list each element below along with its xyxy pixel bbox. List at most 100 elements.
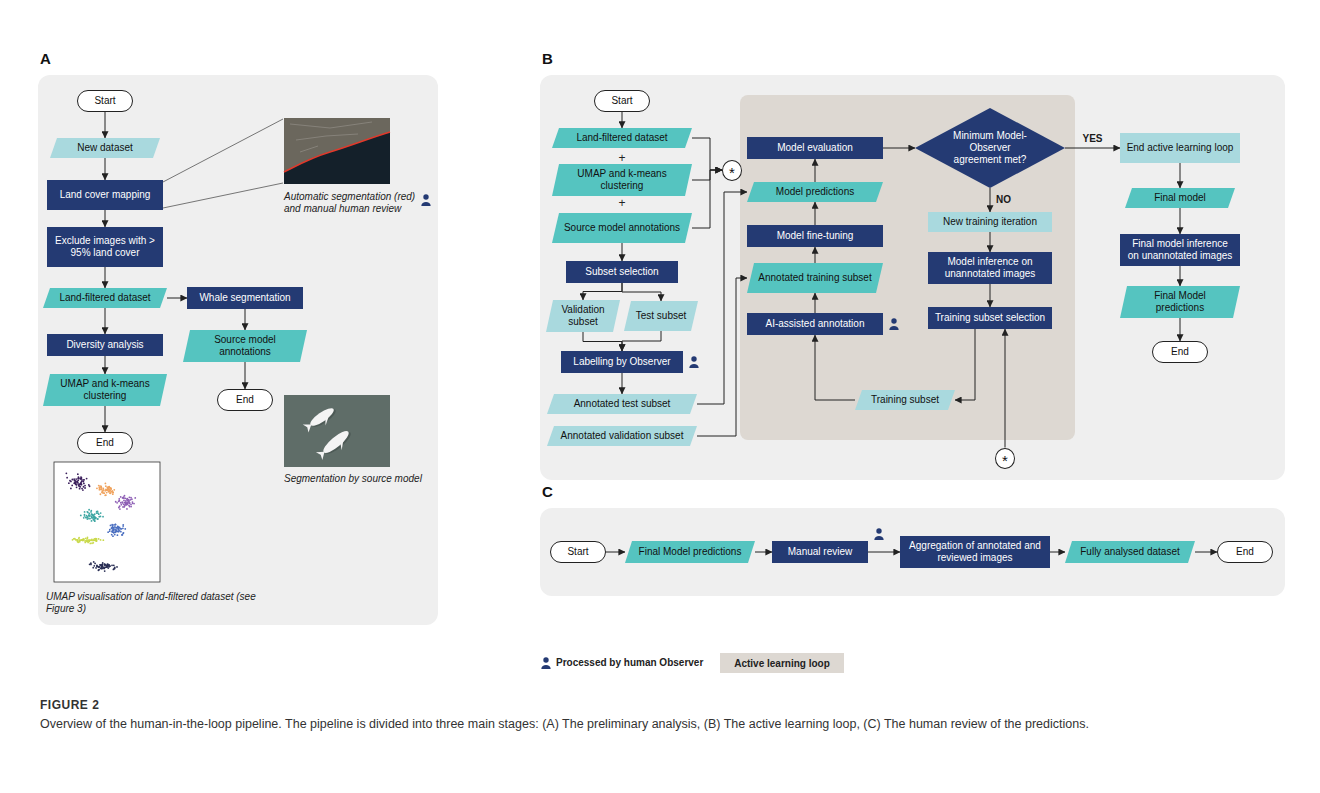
node-text: Start: [611, 95, 632, 107]
scatter-point: [97, 512, 99, 514]
scatter-point: [77, 479, 79, 481]
label-box: +: [618, 151, 625, 165]
scatter-point: [104, 494, 106, 496]
scatter-point: [111, 524, 113, 526]
scatter-point: [78, 483, 80, 485]
process-box: AI-assisted annotation: [747, 313, 883, 335]
data-parallelogram: Test subset: [624, 301, 698, 331]
scatter-point: [122, 506, 124, 508]
node-text: New dataset: [77, 142, 133, 154]
node-text: *: [1002, 449, 1008, 468]
shape-fill: [183, 330, 307, 362]
scatter-point: [130, 497, 132, 499]
shape-fill: [43, 288, 167, 308]
scatter-point: [79, 484, 81, 486]
scatter-point: [104, 570, 106, 572]
scatter-point: [87, 539, 89, 541]
data-parallelogram: New dataset: [50, 138, 160, 158]
scatter-point: [113, 528, 115, 530]
flow-arrow: [868, 552, 900, 553]
legend-text: Active learning loop: [734, 657, 830, 670]
whale-shape: [303, 404, 340, 436]
node-text: Aggregation of annotated and reviewed im…: [906, 540, 1044, 564]
flow-arrow: [622, 243, 623, 261]
node-text: End: [236, 394, 254, 406]
flow-arrow: [167, 298, 187, 299]
node-text: Exclude images with > 95% land cover: [53, 235, 157, 259]
scatter-point: [124, 528, 126, 530]
step-box: End active learning loop: [1120, 133, 1240, 163]
scatter-point: [86, 515, 88, 517]
edge-label: YES: [1082, 133, 1102, 145]
terminal-pill: Start: [550, 541, 606, 563]
scatter-point: [90, 511, 92, 513]
scatter-point: [117, 526, 119, 528]
process-box: Training subset selection: [928, 307, 1052, 329]
scatter-point: [88, 509, 90, 511]
scatter-point: [71, 485, 73, 487]
scatter-point: [111, 491, 113, 493]
node-text: Annotated training subset: [758, 272, 871, 284]
scatter-point: [112, 535, 114, 537]
scatter-point: [79, 540, 81, 542]
scatter-point: [126, 508, 128, 510]
scatter-point: [77, 541, 79, 543]
scatter-point: [99, 487, 101, 489]
scatter-point: [124, 495, 126, 497]
flow-arrow: [955, 329, 975, 400]
panel-letter: B: [542, 51, 553, 67]
scatter-point: [88, 514, 90, 516]
scatter-point: [133, 503, 135, 505]
scatter-point: [79, 486, 81, 488]
data-parallelogram: Land-filtered dataset: [43, 288, 167, 308]
scatter-point: [111, 531, 113, 533]
data-parallelogram: Training subset: [855, 390, 955, 410]
scatter-point: [122, 524, 124, 526]
flow-arrow: [1180, 163, 1181, 188]
scatter-point: [85, 537, 87, 539]
flow-arrow: [697, 278, 747, 436]
scatter-point: [102, 516, 104, 518]
edge-label-box: NO: [996, 194, 1011, 206]
node-text: Model predictions: [776, 186, 854, 198]
data-parallelogram: Source model annotations: [183, 330, 307, 362]
scatter-point: [79, 488, 81, 490]
scatter-point: [80, 478, 82, 480]
scatter-point: [108, 490, 110, 492]
node-text: Training subset selection: [935, 312, 1045, 324]
scatter-point: [73, 480, 75, 482]
flow-arrow: [815, 202, 816, 225]
flow-arrow: [990, 232, 991, 252]
scatter-point: [101, 488, 103, 490]
scatter-point: [83, 486, 85, 488]
process-box: Labelling by Observer: [561, 351, 683, 373]
node-text: End: [1236, 546, 1254, 558]
scatter-point: [80, 476, 82, 478]
land-texture: [290, 122, 372, 152]
scatter-point: [68, 482, 70, 484]
node-text: Test subset: [636, 310, 687, 322]
scatter-point: [107, 488, 109, 490]
scatter-point: [75, 478, 77, 480]
node-text: Source model annotations: [564, 222, 680, 234]
scatter-point: [84, 515, 86, 517]
scatter-point: [111, 491, 113, 493]
scatter-point: [66, 477, 68, 479]
terminal-pill: Start: [77, 90, 133, 112]
scatter-point: [114, 526, 116, 528]
node-text: AI-assisted annotation: [766, 318, 865, 330]
scatter-point: [94, 539, 96, 541]
scatter-point: [112, 493, 114, 495]
scatter-point: [100, 512, 102, 514]
scatter-point: [123, 497, 125, 499]
scatter-point: [94, 513, 96, 515]
scatter-point: [114, 534, 116, 536]
scatter-point: [111, 527, 113, 529]
scatter-point: [130, 506, 132, 508]
scatter-point: [109, 529, 111, 531]
node-text: Subset selection: [585, 266, 658, 278]
satellite-image: [284, 118, 390, 184]
zoom-leader-line: [163, 183, 283, 208]
flow-arrow: [697, 192, 747, 404]
